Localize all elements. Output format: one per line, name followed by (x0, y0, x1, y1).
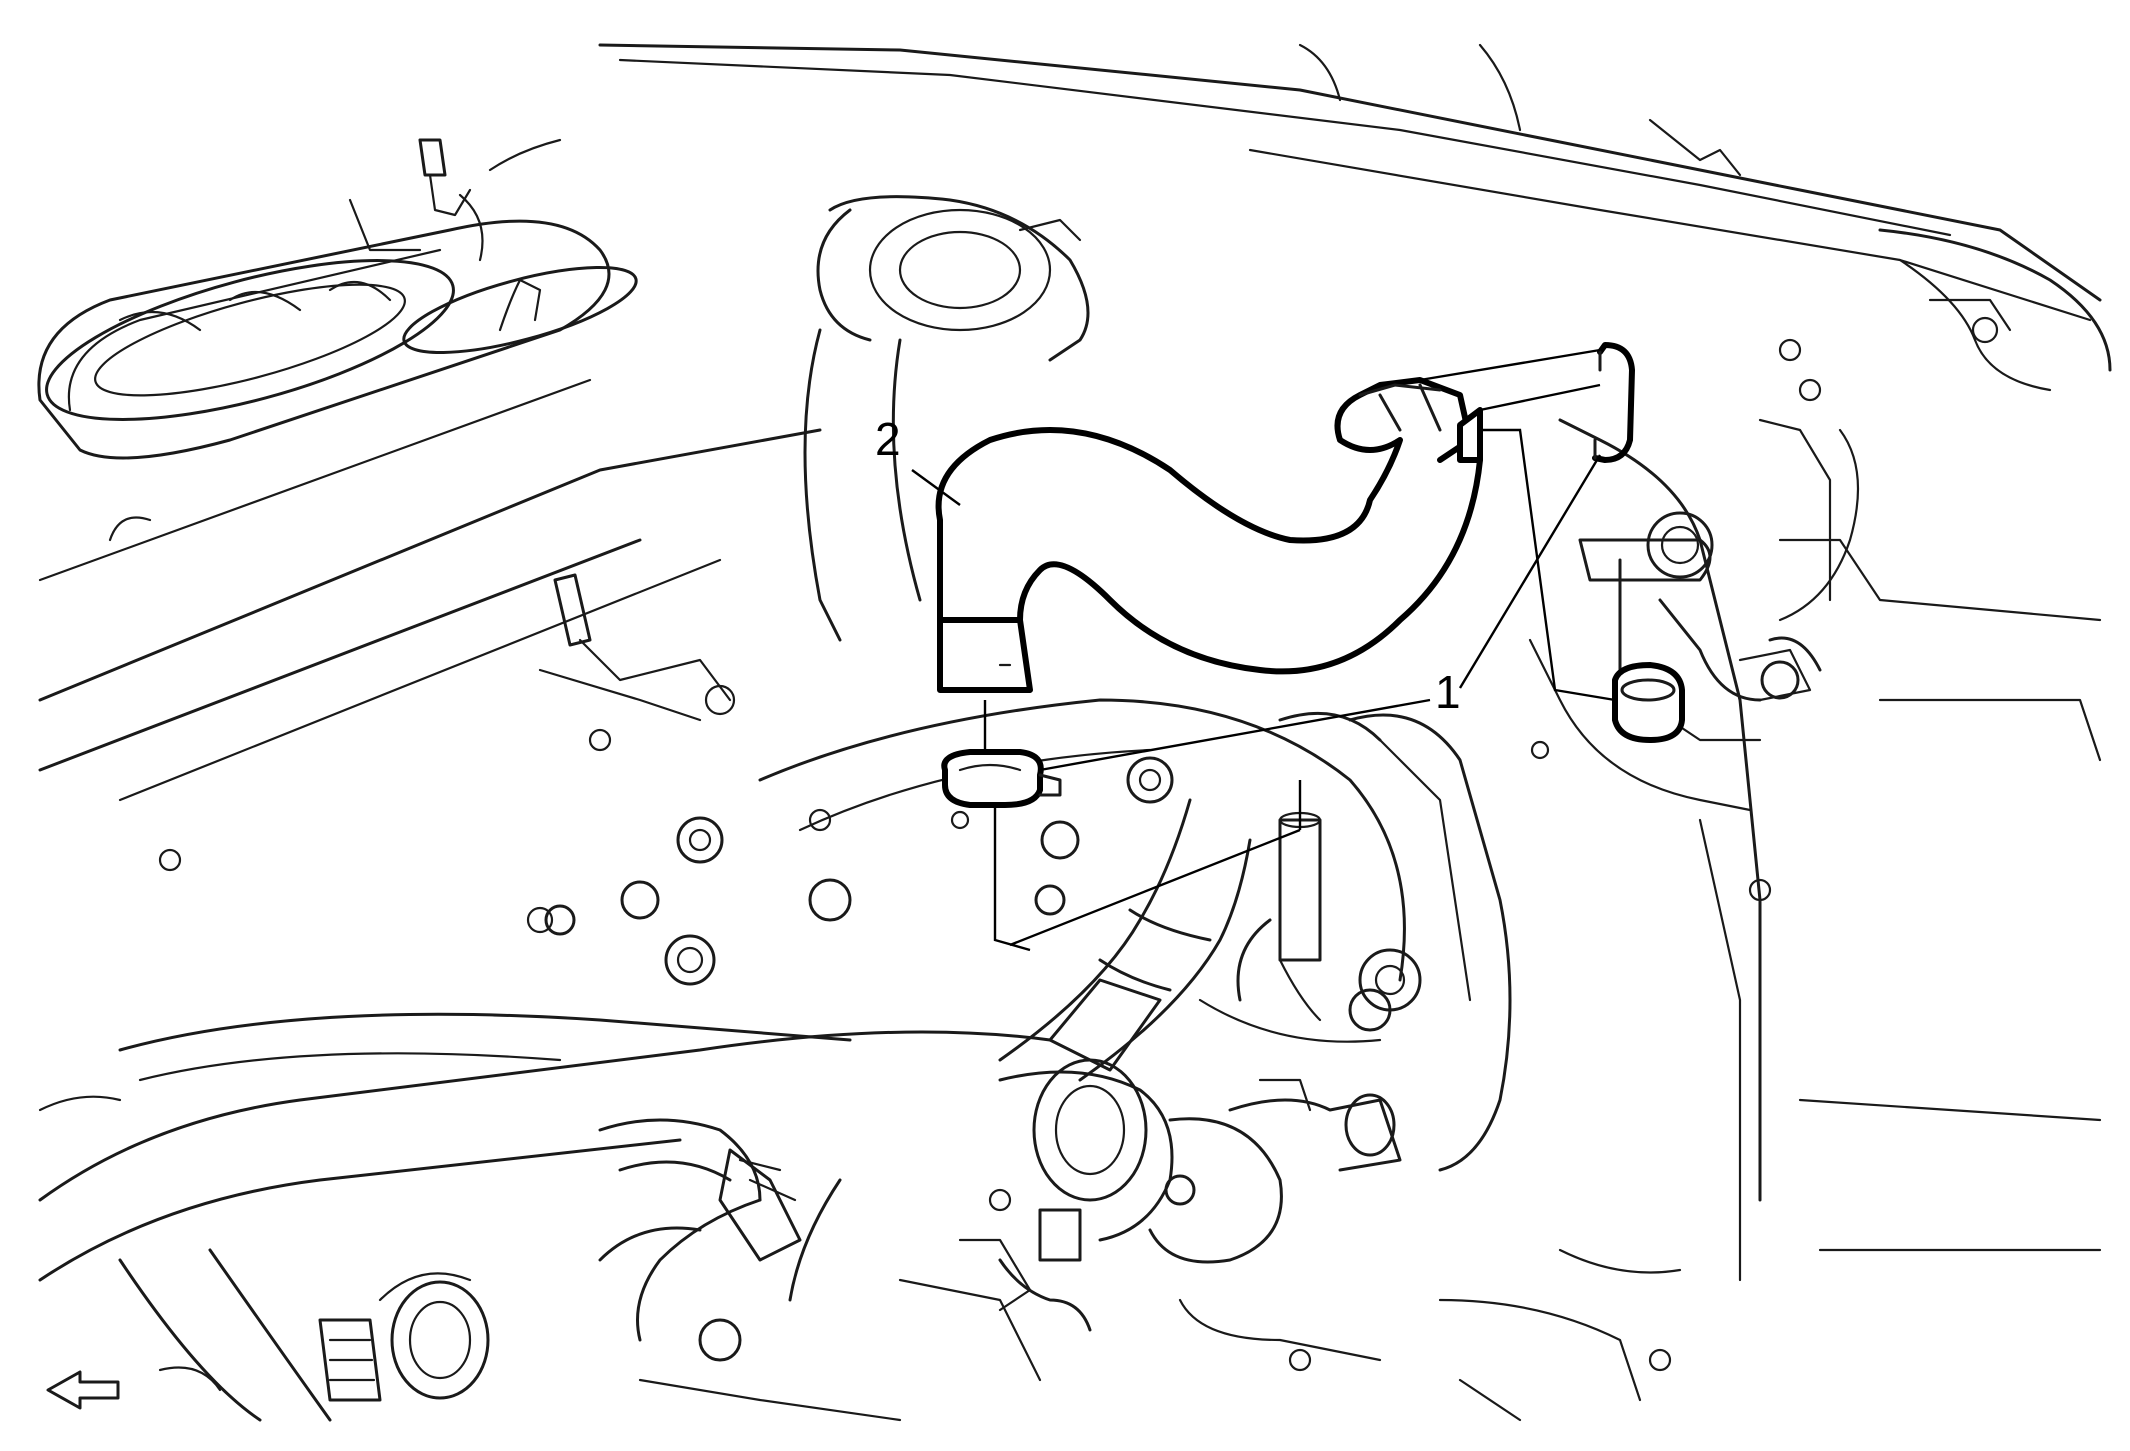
engine-background-lineart (37, 43, 2112, 1422)
leader-lines (911, 348, 1616, 952)
leader-line-1a (1039, 698, 1431, 772)
callout-1: 1 (1435, 666, 1461, 718)
hose-component-2[interactable] (935, 377, 1483, 693)
arrow-left-icon (46, 1370, 120, 1410)
callout-2: 2 (875, 413, 901, 465)
leader-line-2 (911, 469, 961, 506)
leader-line-1b (1458, 454, 1602, 689)
callout-labels: 2 1 (875, 413, 1461, 718)
clamp-components-1[interactable] (941, 342, 1685, 808)
